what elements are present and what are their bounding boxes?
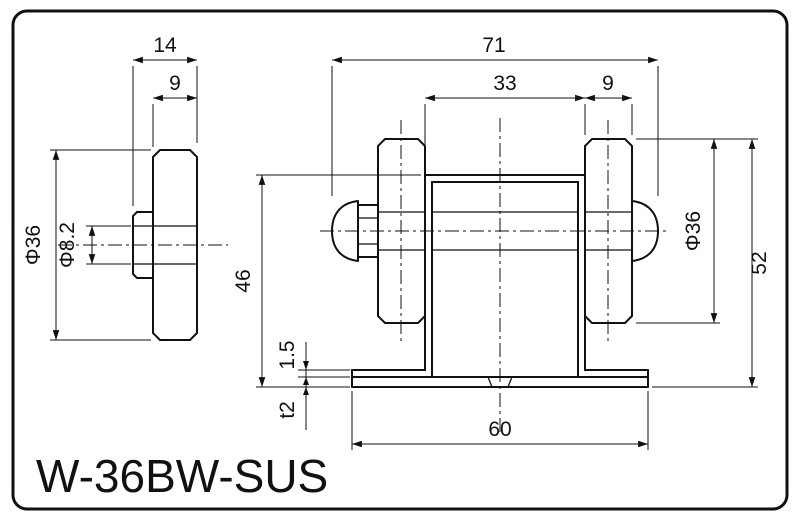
dim-label-side-wheel-diameter: Φ36 bbox=[22, 225, 45, 265]
right-wheel-outline bbox=[584, 138, 633, 324]
side-view-bore-lines bbox=[133, 225, 197, 265]
front-view-extension-lines bbox=[256, 66, 758, 450]
side-view-extension-lines bbox=[50, 66, 198, 341]
drawing-border bbox=[11, 9, 789, 511]
left-wheel-outline bbox=[377, 138, 426, 324]
dim-label-front-overall-width: 71 bbox=[482, 34, 505, 57]
side-view: 14 9 Φ36 Φ8.2 bbox=[22, 34, 228, 341]
front-view-dimension-lines bbox=[258, 56, 756, 448]
side-view-wheel-tread-outline bbox=[152, 149, 198, 341]
dim-label-front-wheel-width: 9 bbox=[602, 72, 614, 95]
dim-label-side-tread-width: 9 bbox=[169, 72, 181, 95]
axle-lines bbox=[432, 211, 578, 251]
dim-label-front-overall-height: 52 bbox=[748, 251, 771, 274]
base-hole-edge bbox=[487, 376, 493, 388]
front-view-centerlines bbox=[320, 118, 670, 432]
dim-label-front-bracket-inner-width: 33 bbox=[493, 72, 516, 95]
dim-label-front-flange-thickness: 1.5 bbox=[276, 340, 299, 369]
dim-label-front-wheel-diameter: Φ36 bbox=[682, 211, 705, 251]
dim-label-front-bracket-height: 46 bbox=[232, 269, 255, 292]
part-number: W-36BW-SUS bbox=[36, 450, 328, 502]
side-view-dimension-lines bbox=[52, 56, 197, 340]
base-hole-edge bbox=[507, 376, 513, 388]
dim-label-side-bore-diameter: Φ8.2 bbox=[56, 222, 79, 268]
dim-label-front-base-thickness: t2 bbox=[276, 401, 299, 419]
front-view: 71 33 9 46 52 Φ36 1.5 t2 60 bbox=[232, 34, 771, 450]
dim-label-front-base-width: 60 bbox=[488, 418, 511, 441]
dim-label-side-overall-width: 14 bbox=[153, 34, 177, 57]
